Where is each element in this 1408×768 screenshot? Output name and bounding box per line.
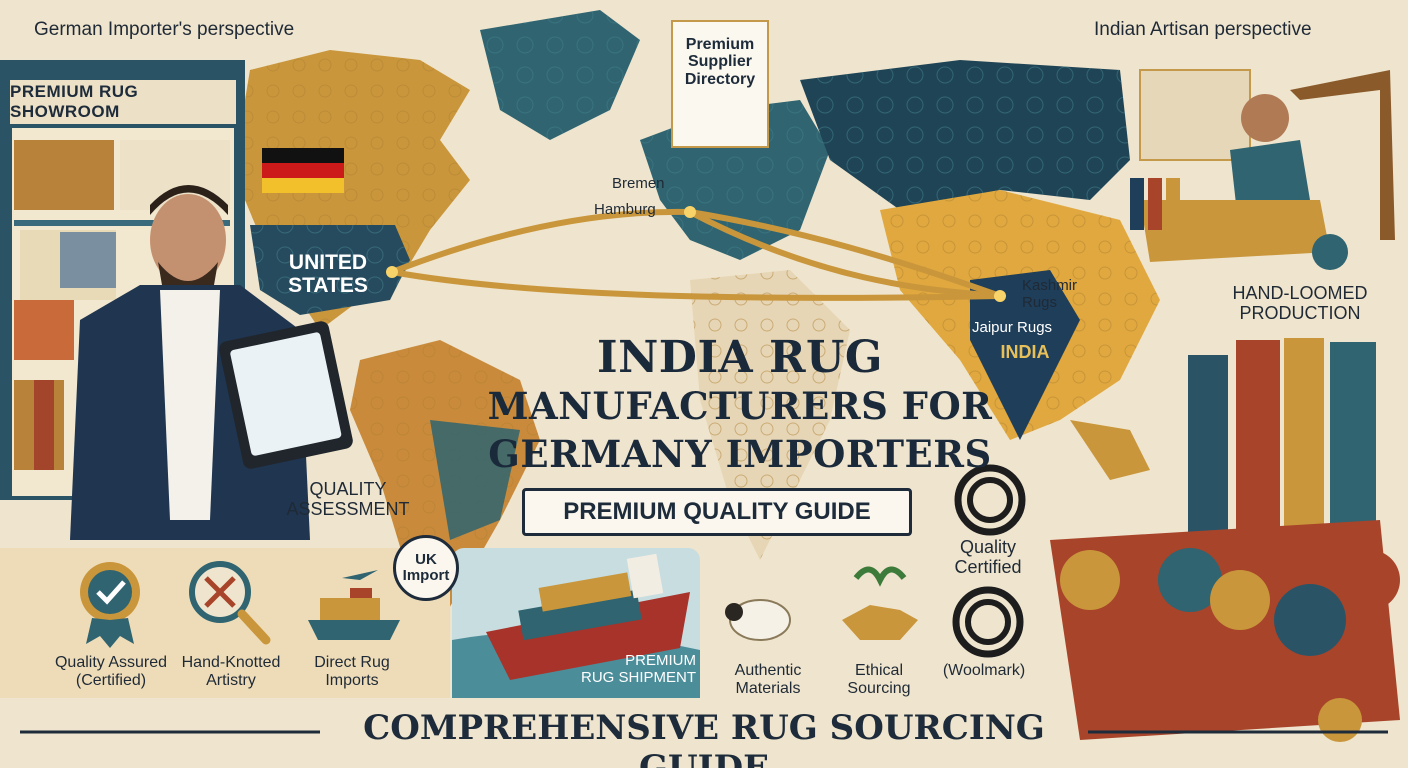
icon-label-ethical-line-2: Sourcing <box>847 679 911 697</box>
quality-assessment-line-2: ASSESSMENT <box>286 498 410 519</box>
trade-routes <box>390 208 1002 301</box>
route-point-hamburg <box>684 206 696 218</box>
supplier-directory-certificate: Premium Supplier Directory <box>671 20 769 148</box>
uk-import-line-2: Import <box>402 567 450 584</box>
ship-label-line-2: RUG SHIPMENT <box>580 668 696 686</box>
icon-label-hand-knotted-line-2: Artistry <box>206 671 256 689</box>
icon-label-authentic-line-2: Materials <box>735 679 801 697</box>
showroom-sign: PREMIUM RUG SHOWROOM <box>8 78 238 126</box>
hand-loomed-line-2: PRODUCTION <box>1239 302 1361 323</box>
map-north-america <box>240 50 470 330</box>
map-label-hamburg: Hamburg <box>594 201 656 218</box>
rolled-rugs <box>1050 338 1400 742</box>
map-label-bremen: Bremen <box>612 175 665 192</box>
icon-label-direct-imports-line-1: Direct Rug <box>314 654 390 671</box>
map-label-united: UNITED <box>288 251 368 274</box>
woolmark-icon <box>952 586 1024 658</box>
right-perspective-label: Indian Artisan perspective <box>1094 19 1312 40</box>
icon-label-quality-certified-line-1: Quality <box>959 537 1017 557</box>
title-line-2: MANUFACTURERS FOR <box>487 384 993 428</box>
map-south-america <box>350 340 540 640</box>
map-india <box>970 270 1080 440</box>
sheep-icon <box>725 599 791 641</box>
ship-label-line-1: PREMIUM <box>625 652 696 669</box>
icon-label-woolmark: (Woolmark) <box>942 662 1026 679</box>
certificate-line-2: Supplier <box>687 53 752 71</box>
uk-import-pin: UK Import <box>393 535 459 601</box>
badge-check-icon <box>80 562 140 648</box>
route-point-india <box>994 290 1006 302</box>
ship-scene <box>452 548 700 698</box>
icon-label-ethical-sourcing: Ethical Sourcing <box>832 662 926 697</box>
map-label-kashmir-line-2: Rugs <box>1022 293 1058 311</box>
icon-label-quality-certified-line-2: Certified <box>954 556 1022 577</box>
certificate-line-1: Premium <box>685 36 755 53</box>
icon-label-quality-assured: Quality Assured (Certified) <box>36 654 186 689</box>
uk-import-line-1: UK <box>415 551 437 569</box>
premium-quality-guide-banner: PREMIUM QUALITY GUIDE <box>522 488 912 536</box>
magnifier-knot-icon <box>189 561 271 645</box>
map-label-india: INDIA <box>1000 342 1050 362</box>
icon-label-hand-knotted: Hand-Knotted Artistry <box>168 654 294 689</box>
certificate-text: Premium Supplier Directory <box>673 36 767 88</box>
icon-label-quality-assured-line-1: Quality Assured <box>54 654 168 671</box>
icon-label-direct-imports-line-2: Imports <box>325 671 379 689</box>
quality-assessment-label: QUALITY ASSESSMENT <box>258 479 438 520</box>
map-label-kashmir-line-1: Kashmir <box>1022 277 1078 294</box>
map-label-states: STATES <box>288 273 368 297</box>
title-line-1: INDIA RUG <box>596 332 883 383</box>
german-importer-figure <box>70 185 353 540</box>
quality-assessment-line-1: QUALITY <box>309 479 387 499</box>
icon-label-ethical-line-1: Ethical <box>854 662 904 679</box>
premium-rug-shipment-label: PREMIUM RUG SHIPMENT <box>560 652 696 686</box>
icon-label-quality-assured-line-2: (Certified) <box>75 671 147 689</box>
route-point-us <box>386 266 398 278</box>
left-perspective-label: German Importer's perspective <box>34 19 295 40</box>
icon-label-direct-imports: Direct Rug Imports <box>296 654 408 689</box>
map-label-united-states: UNITED STATES <box>280 251 376 297</box>
footer-title: COMPREHENSIVE RUG SOURCING GUIDE <box>363 708 1045 768</box>
icon-label-hand-knotted-line-1: Hand-Knotted <box>181 654 281 671</box>
map-label-kashmir: Kashmir Rugs <box>1022 277 1078 311</box>
icon-label-quality-certified: Quality Certified <box>936 537 1040 578</box>
icon-label-authentic-materials: Authentic Materials <box>716 662 820 697</box>
artisan-scene <box>1130 69 1395 270</box>
icon-label-authentic-line-1: Authentic <box>734 662 802 679</box>
certificate-line-3: Directory <box>684 70 756 88</box>
map-southeast-asia <box>1070 420 1150 480</box>
ship-plane-icon <box>308 570 400 640</box>
title-line-3: GERMANY IMPORTERS <box>488 432 992 476</box>
woolmark-icon <box>954 464 1026 536</box>
hand-loomed-line-1: HAND-LOOMED <box>1232 283 1368 303</box>
map-label-jaipur: Jaipur Rugs <box>972 319 1053 336</box>
german-flag <box>262 148 344 193</box>
hand-loomed-production-label: HAND-LOOMED PRODUCTION <box>1210 283 1390 324</box>
handshake-icon <box>842 566 918 640</box>
